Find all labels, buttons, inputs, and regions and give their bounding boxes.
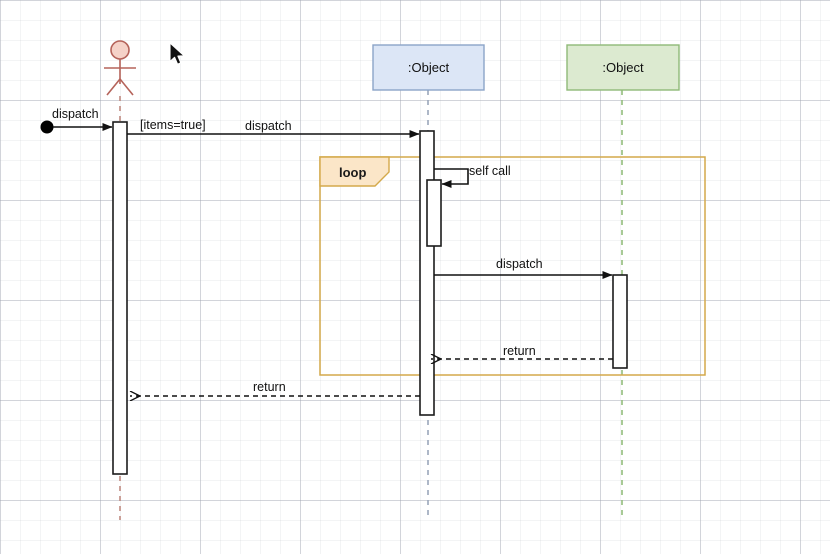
lifelines [119, 90, 623, 520]
participant-box-object1[interactable] [372, 44, 485, 91]
message-guard-items-true: [items=true] [140, 118, 206, 132]
loop-fragment-border [319, 156, 706, 376]
activation-bars [112, 121, 628, 475]
message-label-return-actor: return [253, 380, 286, 394]
actor-head-icon [110, 40, 130, 60]
loop-fragment-tag [319, 156, 390, 187]
message-self-call[interactable] [434, 168, 469, 188]
message-label-start-dispatch: dispatch [52, 107, 99, 121]
message-label-dispatch-object2: dispatch [496, 257, 543, 271]
activation-object1-main[interactable] [419, 130, 435, 416]
participant-label-object2: :Object [602, 60, 644, 75]
actor-leg-right [119, 78, 134, 96]
participant-box-object2[interactable] [566, 44, 680, 91]
actor-leg-left [106, 78, 121, 96]
message-label-self-call: self call [469, 164, 511, 178]
loop-fragment-label: loop [339, 165, 367, 180]
message-label-dispatch-object1: dispatch [245, 119, 292, 133]
messages [53, 123, 613, 396]
activation-object1-self[interactable] [426, 179, 442, 247]
participant-label-object1: :Object [407, 60, 450, 75]
activation-actor[interactable] [112, 121, 128, 475]
activation-object2[interactable] [612, 274, 628, 369]
message-label-return-object2: return [503, 344, 536, 358]
actor-figure[interactable] [104, 40, 136, 96]
start-point[interactable] [40, 120, 54, 134]
loop-fragment[interactable] [319, 156, 706, 376]
